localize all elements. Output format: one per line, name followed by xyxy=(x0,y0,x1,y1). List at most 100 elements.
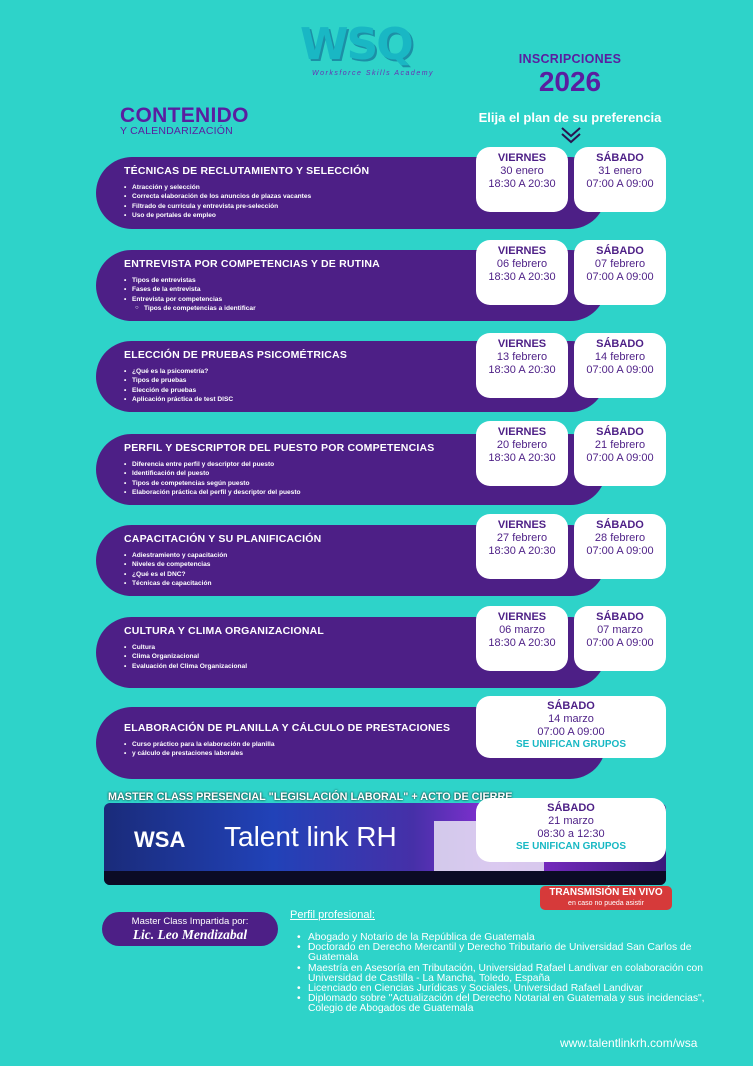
schedule-card-viernes[interactable]: VIERNES 30 enero 18:30 A 20:30 xyxy=(476,147,568,212)
schedule-card-sabado[interactable]: SÁBADO 28 febrero 07:00 A 09:00 xyxy=(574,514,666,579)
schedule-card-sabado[interactable]: SÁBADO 21 febrero 07:00 A 09:00 xyxy=(574,421,666,486)
schedule-card-sabado[interactable]: SÁBADO 31 enero 07:00 A 09:00 xyxy=(574,147,666,212)
card-day: SÁBADO xyxy=(596,338,644,350)
contenido-subtitle: Y CALENDARIZACIÓN xyxy=(120,125,233,137)
card-time: 08:30 a 12:30 xyxy=(537,828,605,840)
module-item: Aplicación práctica de test DISC xyxy=(124,395,606,405)
perfil-item: Licenciado en Ciencias Jurídicas y Socia… xyxy=(290,983,710,994)
perfil-heading: Perfil profesional: xyxy=(290,909,375,921)
module-subitem: Tipos de competencias a identificar xyxy=(124,304,606,314)
schedule-card-sabado[interactable]: SÁBADO 07 marzo 07:00 A 09:00 xyxy=(574,606,666,671)
contenido-title: CONTENIDO xyxy=(120,104,249,127)
module-item: y cálculo de prestaciones laborales xyxy=(124,749,606,759)
card-date: 30 enero xyxy=(500,165,544,177)
logo-tagline: Worksforce Skills Academy xyxy=(312,70,435,77)
module-item: Adiestramiento y capacitación xyxy=(124,551,606,561)
chevron-down-icon xyxy=(561,127,581,144)
perfil-item: Maestría en Asesoría en Tributación, Uni… xyxy=(290,963,710,984)
module-item: Filtrado de currícula y entrevista pre-s… xyxy=(124,202,606,212)
perfil-profesional: Perfil profesional: Abogado y Notario de… xyxy=(290,909,710,1015)
module-item: Fases de la entrevista xyxy=(124,285,606,295)
contenido-heading: CONTENIDO Y CALENDARIZACIÓN xyxy=(120,104,249,137)
card-day: VIERNES xyxy=(497,245,547,257)
schedule-card-viernes[interactable]: VIERNES 06 febrero 18:30 A 20:30 xyxy=(476,240,568,305)
card-time: 07:00 A 09:00 xyxy=(586,452,654,464)
module-item: Cultura xyxy=(124,643,606,653)
module-item: Tipos de competencias según puesto xyxy=(124,479,606,489)
module-title: ELABORACIÓN DE PLANILLA Y CÁLCULO DE PRE… xyxy=(124,722,451,734)
card-date: 21 marzo xyxy=(548,815,594,827)
card-time: 18:30 A 20:30 xyxy=(488,452,556,464)
perfil-item: Diplomado sobre "Actualización del Derec… xyxy=(290,993,710,1014)
schedule-card-master[interactable]: SÁBADO 21 marzo 08:30 a 12:30 SE UNIFICA… xyxy=(476,798,666,862)
schedule-card-viernes[interactable]: VIERNES 20 febrero 18:30 A 20:30 xyxy=(476,421,568,486)
logo-mark: WSQ xyxy=(300,19,414,70)
card-day: SÁBADO xyxy=(596,426,644,438)
module-title: ELECCIÓN DE PRUEBAS PSICOMÉTRICAS xyxy=(124,349,348,361)
module-item: Niveles de competencias xyxy=(124,560,606,570)
master-class-banner: MASTER CLASS PRESENCIAL "LEGISLACIÓN LAB… xyxy=(108,791,513,803)
card-day: VIERNES xyxy=(497,426,547,438)
card-time: 07:00 A 09:00 xyxy=(586,271,654,283)
card-note: SE UNIFICAN GRUPOS xyxy=(515,841,626,852)
card-date: 27 febrero xyxy=(496,532,548,544)
card-time: 07:00 A 09:00 xyxy=(586,178,654,190)
card-day: SÁBADO xyxy=(596,245,644,257)
card-time: 07:00 A 09:00 xyxy=(537,726,605,738)
module-title: CULTURA Y CLIMA ORGANIZACIONAL xyxy=(124,625,325,637)
card-time: 18:30 A 20:30 xyxy=(488,637,556,649)
module-item: Evaluación del Clima Organizacional xyxy=(124,662,606,672)
module-item: Diferencia entre perfil y descriptor del… xyxy=(124,460,606,470)
website-link[interactable]: www.talentlinkrh.com/wsa xyxy=(560,1036,698,1050)
card-date: 07 marzo xyxy=(597,624,643,636)
card-time: 18:30 A 20:30 xyxy=(488,178,556,190)
inscripciones-year: 2026 xyxy=(538,66,602,97)
module-item: Clima Organizacional xyxy=(124,652,606,662)
module-item: Técnicas de capacitación xyxy=(124,579,606,589)
card-day: SÁBADO xyxy=(596,519,644,531)
card-day: SÁBADO xyxy=(596,611,644,623)
module-title: ENTREVISTA POR COMPETENCIAS Y DE RUTINA xyxy=(124,258,380,270)
schedule-card-viernes[interactable]: VIERNES 13 febrero 18:30 A 20:30 xyxy=(476,333,568,398)
card-time: 18:30 A 20:30 xyxy=(488,545,556,557)
module-item: Entrevista por competencias xyxy=(124,295,606,305)
live-stream-badge[interactable]: TRANSMISIÓN EN VIVO en caso no pueda asi… xyxy=(540,886,672,910)
module-item: Tipos de entrevistas xyxy=(124,276,606,286)
card-date: 14 febrero xyxy=(594,351,646,363)
speaker-name: Lic. Leo Mendizabal xyxy=(132,927,248,942)
module-title: TÉCNICAS DE RECLUTAMIENTO Y SELECCIÓN xyxy=(124,165,370,177)
perfil-item: Doctorado en Derecho Mercantil y Derecho… xyxy=(290,942,710,963)
card-day: SÁBADO xyxy=(547,700,595,712)
schedule-card-unified[interactable]: SÁBADO 14 marzo 07:00 A 09:00 SE UNIFICA… xyxy=(476,696,666,758)
module-item: ¿Qué es la psicometría? xyxy=(124,367,606,377)
module-title: PERFIL Y DESCRIPTOR DEL PUESTO POR COMPE… xyxy=(124,442,435,454)
module-item: ¿Qué es el DNC? xyxy=(124,570,606,580)
card-date: 06 febrero xyxy=(496,258,548,270)
card-day: VIERNES xyxy=(497,152,547,164)
card-day: SÁBADO xyxy=(596,152,644,164)
live-label: TRANSMISIÓN EN VIVO xyxy=(549,887,663,898)
card-date: 28 febrero xyxy=(594,532,646,544)
inscripciones-block: INSCRIPCIONES 2026 xyxy=(510,52,630,98)
schedule-card-viernes[interactable]: VIERNES 06 marzo 18:30 A 20:30 xyxy=(476,606,568,671)
card-date: 13 febrero xyxy=(496,351,548,363)
module-item: Uso de portales de empleo xyxy=(124,211,606,221)
photo-audience xyxy=(104,871,666,885)
photo-brand: Talent link RH xyxy=(224,821,397,852)
schedule-card-viernes[interactable]: VIERNES 27 febrero 18:30 A 20:30 xyxy=(476,514,568,579)
module-item: Tipos de pruebas xyxy=(124,376,606,386)
card-date: 31 enero xyxy=(598,165,642,177)
card-date: 07 febrero xyxy=(594,258,646,270)
speaker-badge: Master Class Impartida por: Lic. Leo Men… xyxy=(102,912,278,946)
module-title: CAPACITACIÓN Y SU PLANIFICACIÓN xyxy=(124,533,322,545)
card-note: SE UNIFICAN GRUPOS xyxy=(515,739,626,750)
module-item: Elección de pruebas xyxy=(124,386,606,396)
card-time: 18:30 A 20:30 xyxy=(488,364,556,376)
speaker-label: Master Class Impartida por: xyxy=(131,916,249,927)
card-day: VIERNES xyxy=(497,338,547,350)
inscripciones-label: INSCRIPCIONES xyxy=(518,52,622,66)
schedule-card-sabado[interactable]: SÁBADO 14 febrero 07:00 A 09:00 xyxy=(574,333,666,398)
card-day: SÁBADO xyxy=(547,802,595,814)
live-sub: en caso no pueda asistir xyxy=(568,900,644,907)
schedule-card-sabado[interactable]: SÁBADO 07 febrero 07:00 A 09:00 xyxy=(574,240,666,305)
